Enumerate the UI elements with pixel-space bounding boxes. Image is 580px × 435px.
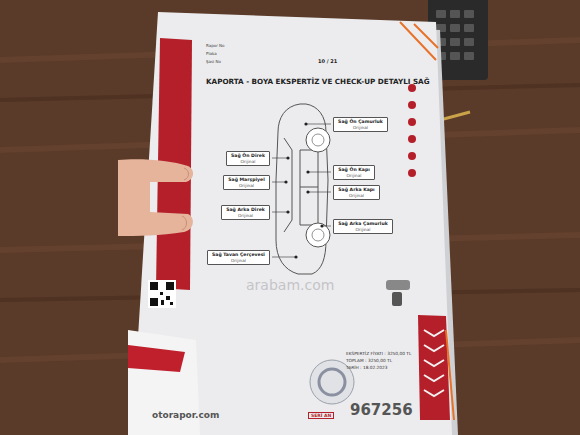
part-name: Sağ Ön Çamurluk [337, 119, 384, 125]
watermark: arabam.com [246, 277, 334, 293]
callout-box: Sağ Ön KapıOrijinal [333, 165, 375, 180]
page-number: 10 / 21 [318, 59, 337, 65]
report-title: KAPORTA - BOYA EKSPERTİZ VE CHECK-UP DET… [206, 78, 430, 86]
callout-box: Sağ Arka DirekOrijinal [221, 205, 270, 220]
series-label: SERİ AN [308, 412, 334, 419]
part-name: Sağ Arka Kapı [337, 187, 376, 193]
part-status: Orijinal [337, 227, 389, 232]
part-name: Sağ Marşpiyel [227, 177, 266, 183]
part-status: Orijinal [337, 193, 376, 198]
price-note: EKSPERTİZ FİYATI : 3250,00 TL [346, 352, 411, 357]
part-name: Sağ Arka Direk [225, 207, 266, 213]
part-name: Sağ Ön Direk [230, 153, 266, 159]
callout-box: Sağ Tavan ÇerçevesiOrijinal [207, 250, 270, 265]
part-name: Sağ Tavan Çerçevesi [211, 252, 266, 258]
date-note: TARİH : 18.02.2023 [346, 366, 388, 371]
callout-box: Sağ Ön ÇamurlukOrijinal [333, 117, 388, 132]
part-status: Orijinal [227, 183, 266, 188]
callout-box: Sağ Arka KapıOrijinal [333, 185, 380, 200]
part-name: Sağ Arka Çamurluk [337, 221, 389, 227]
part-status: Orijinal [230, 159, 266, 164]
part-name: Sağ Ön Kapı [337, 167, 371, 173]
part-status: Orijinal [225, 213, 266, 218]
callout-box: Sağ Ön DirekOrijinal [226, 151, 270, 166]
part-status: Orijinal [337, 125, 384, 130]
part-status: Orijinal [337, 173, 371, 178]
website: otorapor.com [152, 410, 219, 420]
field-name: Rapor No [206, 44, 224, 49]
callout-box: Sağ MarşpiyelOrijinal [223, 175, 270, 190]
part-status: Orijinal [211, 258, 266, 263]
field-name: Şasi No [206, 60, 221, 65]
field-name: Plaka [206, 52, 217, 57]
callout-box: Sağ Arka ÇamurlukOrijinal [333, 219, 393, 234]
price-note: TOPLAM : 3250,00 TL [346, 359, 392, 364]
serial-number: 967256 [350, 402, 413, 419]
